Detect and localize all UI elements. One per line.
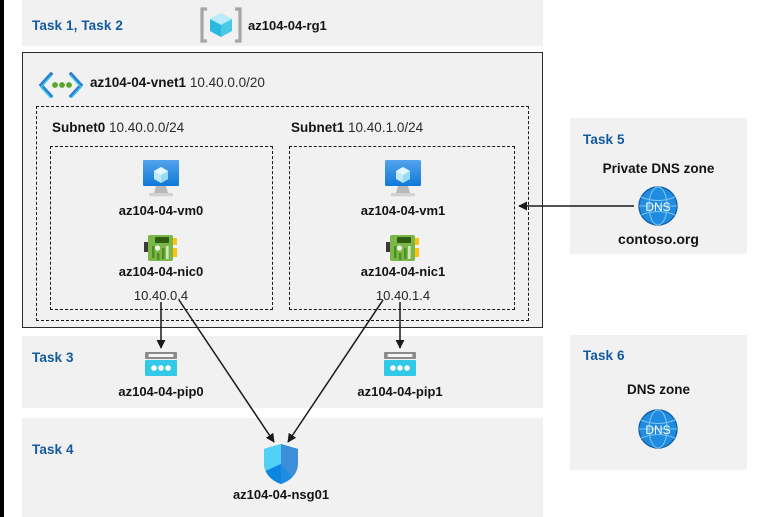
- vm0-label: az104-04-vm0: [118, 203, 204, 218]
- dns-zone-icon: DNS: [636, 407, 680, 451]
- task-label-4: Task 4: [32, 442, 74, 457]
- public-ip-address-icon: [144, 351, 178, 379]
- network-interface-icon: [144, 234, 178, 262]
- task5-panel: [570, 118, 747, 254]
- vnet-address-space: 10.40.0.0/20: [189, 75, 265, 90]
- virtual-network-icon: [38, 71, 84, 100]
- pip0-label: az104-04-pip0: [118, 384, 204, 399]
- nic0-ip: 10.40.0.4: [133, 288, 189, 303]
- subnet0-name: Subnet0: [52, 120, 106, 135]
- subnets-container: [36, 106, 529, 321]
- resource-group-icon: [200, 6, 242, 44]
- left-border-rail: [0, 0, 4, 517]
- virtual-machine-icon: [381, 158, 425, 198]
- subnet0-heading: Subnet0 10.40.0.0/24: [52, 120, 184, 135]
- network-interface-icon: [386, 234, 420, 262]
- nic1-ip: 10.40.1.4: [375, 288, 431, 303]
- dns-zone-title: DNS zone: [626, 382, 690, 397]
- task-label-3: Task 3: [32, 350, 74, 365]
- resource-group-name: az104-04-rg1: [248, 18, 327, 33]
- vnet-name: az104-04-vnet1: [90, 75, 187, 90]
- virtual-network-panel: [22, 52, 543, 328]
- vm1-label: az104-04-vm1: [360, 203, 446, 218]
- vnet-heading: az104-04-vnet1 10.40.0.0/20: [90, 75, 265, 90]
- task3-panel: [22, 336, 543, 408]
- subnet1-name: Subnet1: [291, 120, 345, 135]
- network-security-group-icon: [262, 443, 300, 485]
- nsg-label: az104-04-nsg01: [232, 487, 330, 502]
- dns-zone-icon: DNS: [636, 184, 680, 228]
- pip1-label: az104-04-pip1: [357, 384, 443, 399]
- subnet1-box: [289, 146, 515, 310]
- task-label-6: Task 6: [583, 348, 625, 363]
- task-label-5: Task 5: [583, 132, 625, 147]
- virtual-machine-icon: [139, 158, 183, 198]
- nic1-label: az104-04-nic1: [360, 264, 446, 279]
- nic0-label: az104-04-nic0: [118, 264, 204, 279]
- subnet0-address-space: 10.40.0.0/24: [109, 120, 185, 135]
- private-dns-zone-name: contoso.org: [618, 231, 699, 247]
- private-dns-zone-title: Private DNS zone: [602, 161, 715, 176]
- dns-icon-text: DNS: [645, 200, 670, 214]
- resource-group-panel: [22, 0, 543, 46]
- task-label-1-2: Task 1, Task 2: [32, 18, 123, 33]
- dns-icon-text: DNS: [645, 423, 670, 437]
- subnet1-heading: Subnet1 10.40.1.0/24: [291, 120, 423, 135]
- subnet1-address-space: 10.40.1.0/24: [348, 120, 424, 135]
- public-ip-address-icon: [383, 351, 417, 379]
